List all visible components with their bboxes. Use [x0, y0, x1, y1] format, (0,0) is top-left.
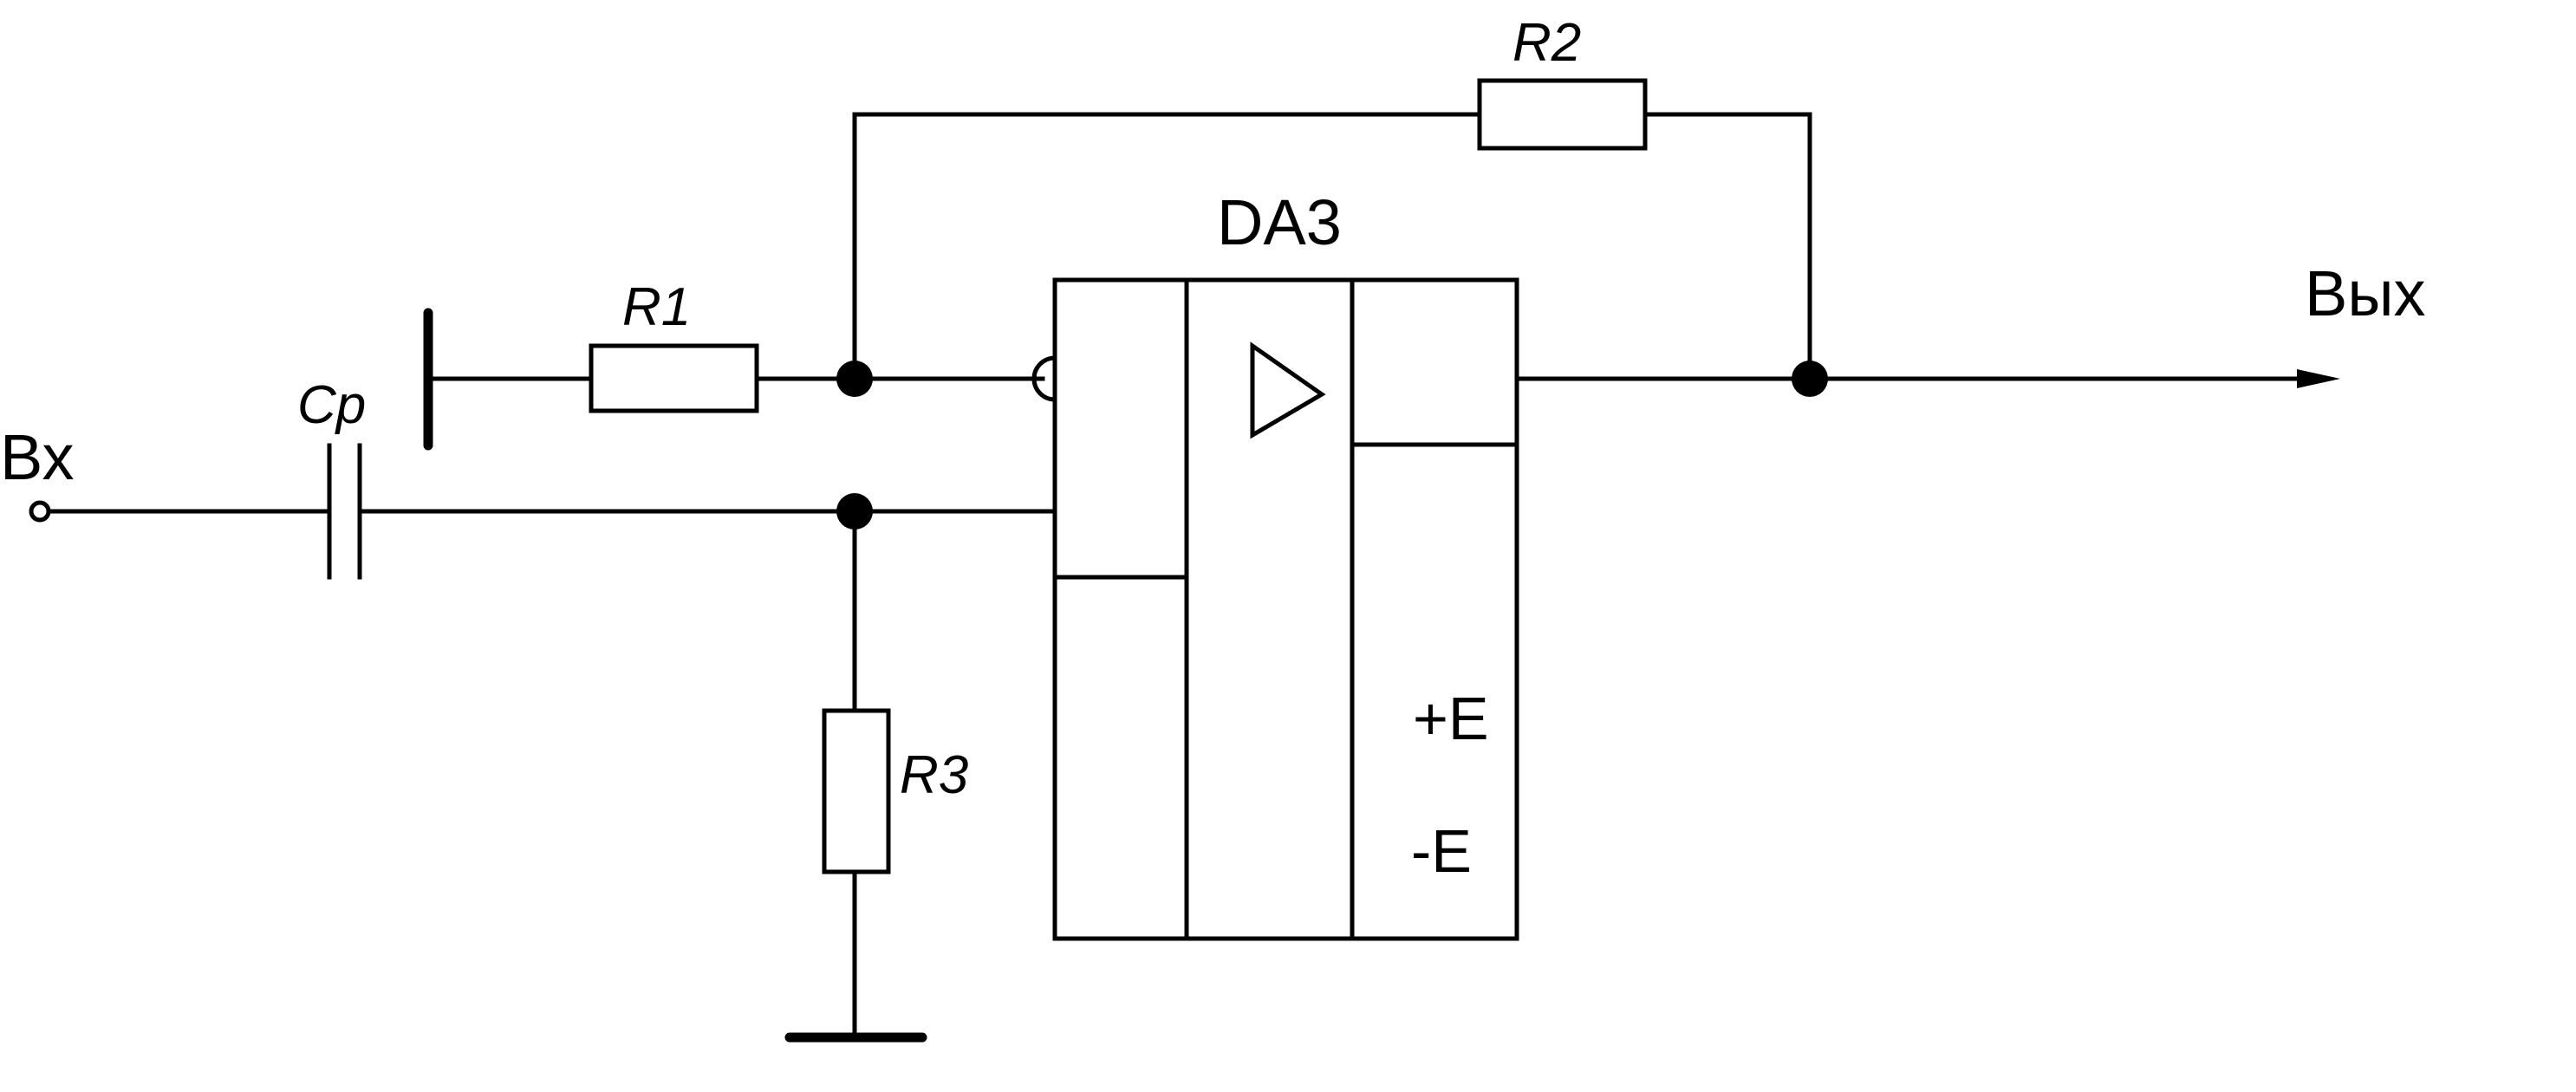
junction-dot [836, 493, 873, 530]
feedback-wire [852, 112, 1812, 381]
output-arrow-icon [2297, 369, 2340, 388]
chip-label: DA3 [1217, 186, 1342, 258]
amplifier-triangle-icon [1250, 341, 1326, 439]
resistor-r2 [1477, 78, 1648, 151]
r1-label: R1 [622, 277, 691, 337]
minus-supply-label: -E [1411, 817, 1472, 885]
r2-label: R2 [1512, 13, 1581, 73]
input-terminal [29, 500, 51, 523]
resistor-r1 [589, 343, 759, 413]
junction-dot [836, 361, 873, 397]
opamp-da3 [1052, 277, 1519, 941]
capacitor-cp [327, 443, 362, 580]
capacitor-label: Cp [297, 375, 366, 435]
r3-label: R3 [900, 745, 968, 805]
output-label: Вых [2305, 257, 2426, 329]
resistor-r3 [822, 708, 891, 874]
plus-supply-label: +E [1413, 685, 1489, 752]
junction-dot [1792, 361, 1828, 397]
input-label: Вх [0, 421, 75, 493]
